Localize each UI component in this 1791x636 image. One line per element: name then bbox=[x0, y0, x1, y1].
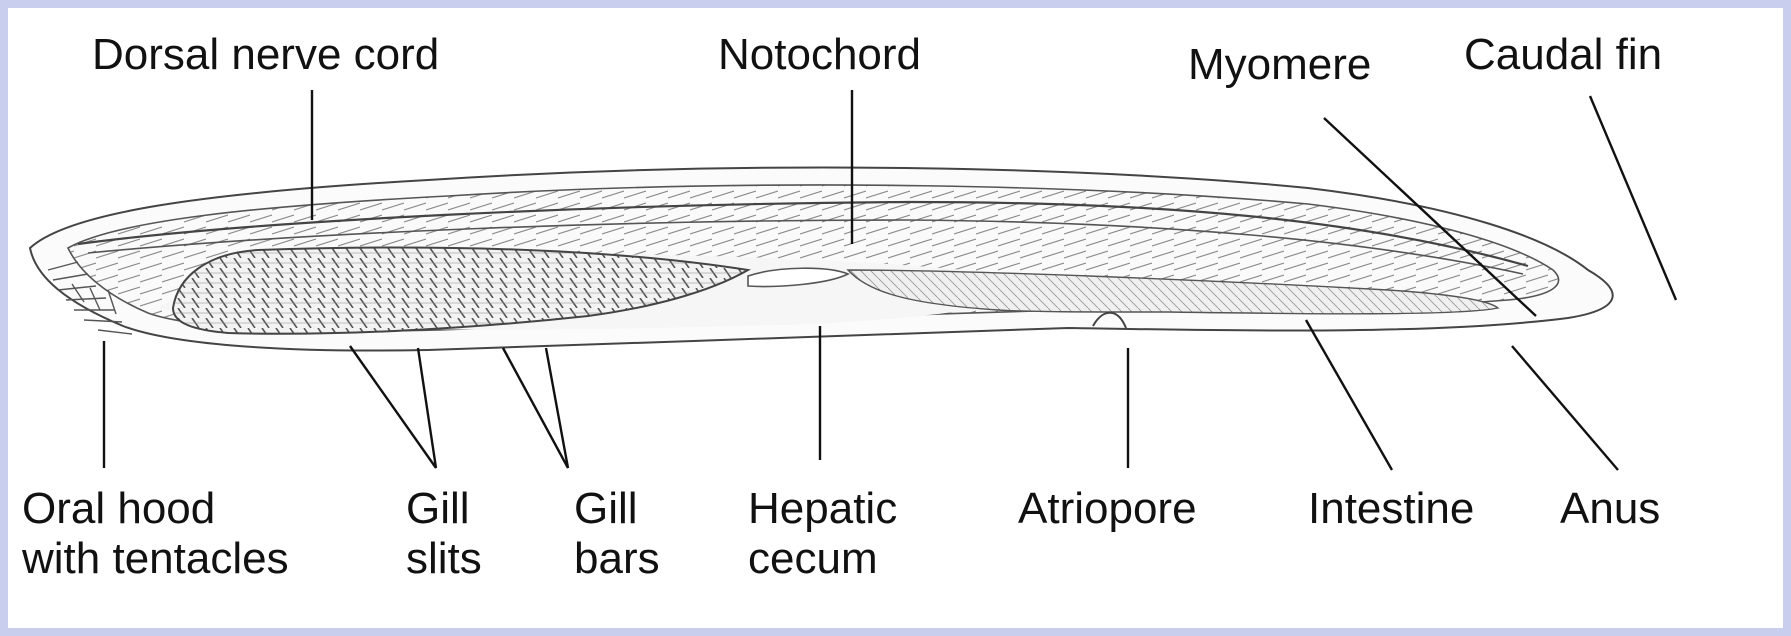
label-caudal-fin: Caudal fin bbox=[1464, 30, 1662, 80]
label-gill-slits-line2: slits bbox=[406, 534, 482, 584]
pointer-gill-bars-a bbox=[503, 348, 568, 468]
label-gill-bars: Gill bars bbox=[574, 484, 660, 584]
label-gill-bars-line1: Gill bbox=[574, 484, 660, 534]
diagram-canvas: Dorsal nerve cord Notochord Myomere Caud… bbox=[8, 8, 1783, 628]
label-gill-bars-line2: bars bbox=[574, 534, 660, 584]
label-dorsal-nerve-cord: Dorsal nerve cord bbox=[92, 30, 439, 80]
pointer-gill-slits-a bbox=[350, 346, 436, 468]
label-anus: Anus bbox=[1560, 484, 1660, 534]
label-atriopore: Atriopore bbox=[1018, 484, 1197, 534]
label-gill-slits-line1: Gill bbox=[406, 484, 482, 534]
label-hepatic-cecum-line1: Hepatic bbox=[748, 484, 897, 534]
label-gill-slits: Gill slits bbox=[406, 484, 482, 584]
label-oral-hood-line2: with tentacles bbox=[22, 534, 289, 584]
label-notochord: Notochord bbox=[718, 30, 921, 80]
label-oral-hood-line1: Oral hood bbox=[22, 484, 289, 534]
label-oral-hood: Oral hood with tentacles bbox=[22, 484, 289, 584]
label-intestine: Intestine bbox=[1308, 484, 1474, 534]
label-hepatic-cecum-line2: cecum bbox=[748, 534, 897, 584]
label-hepatic-cecum: Hepatic cecum bbox=[748, 484, 897, 584]
pointer-gill-slits-b bbox=[418, 348, 436, 468]
pointer-intestine bbox=[1306, 320, 1392, 470]
pointer-anus bbox=[1512, 346, 1618, 470]
label-myomere: Myomere bbox=[1188, 40, 1371, 90]
pointer-caudal-fin bbox=[1590, 96, 1676, 300]
